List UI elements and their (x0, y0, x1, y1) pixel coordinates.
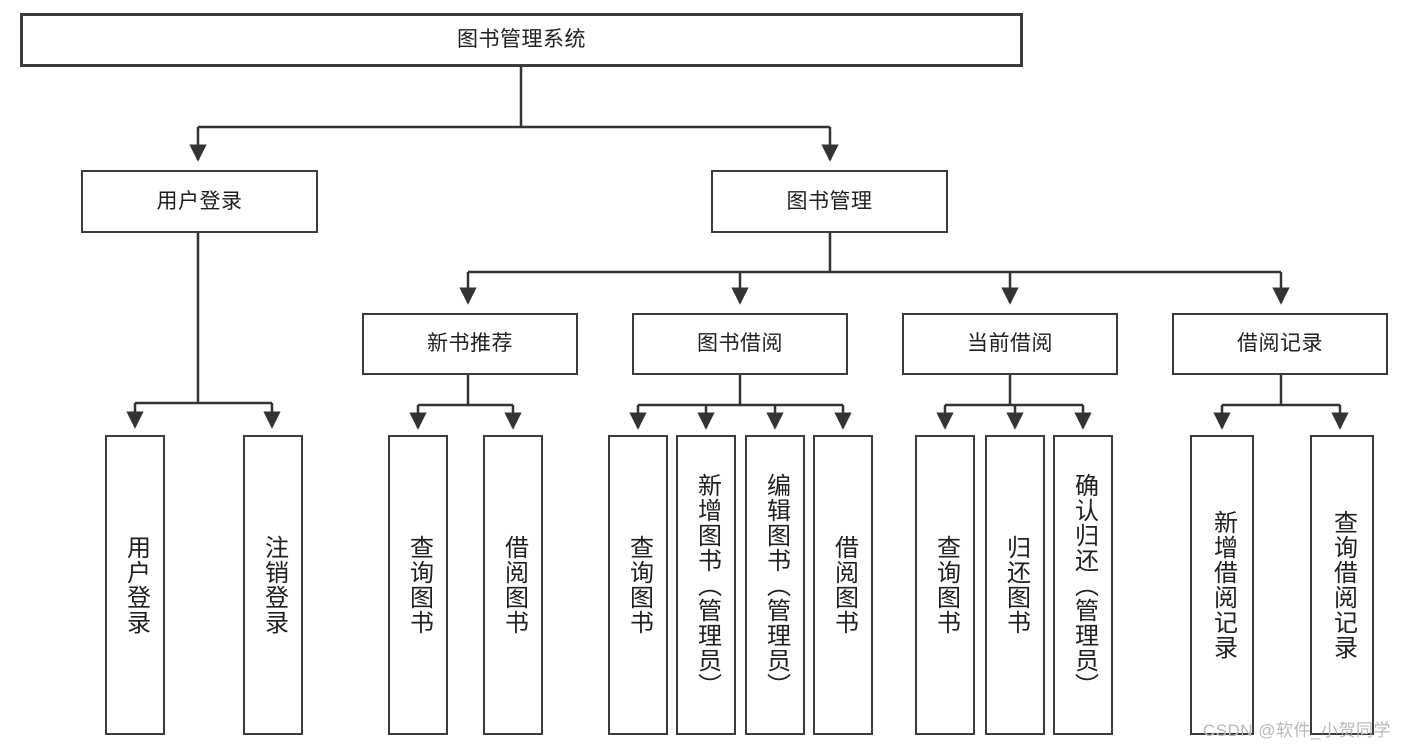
node-label: 借阅图书 (830, 535, 858, 635)
node-label: 图书借阅 (697, 332, 783, 356)
leaf-edit-book-admin[interactable]: 编辑图书（管理员） (745, 435, 805, 735)
leaf-logout-login[interactable]: 注销登录 (243, 435, 303, 735)
leaf-query-book-current[interactable]: 查询图书 (915, 435, 975, 735)
node-current-borrow[interactable]: 当前借阅 (902, 313, 1118, 375)
node-label: 编辑图书（管理员） (762, 472, 790, 698)
node-label: 当前借阅 (967, 332, 1053, 356)
node-label: 新增图书（管理员） (693, 472, 721, 698)
node-book-management[interactable]: 图书管理 (711, 170, 948, 233)
leaf-query-book-recommend[interactable]: 查询图书 (388, 435, 448, 735)
node-label: 查询借阅记录 (1329, 510, 1357, 660)
node-label: 借阅记录 (1237, 332, 1323, 356)
leaf-add-book-admin[interactable]: 新增图书（管理员） (676, 435, 736, 735)
node-label: 用户登录 (122, 535, 150, 635)
node-label: 查询图书 (405, 535, 433, 635)
node-new-book-recommend[interactable]: 新书推荐 (362, 313, 578, 375)
leaf-borrow-book-recommend[interactable]: 借阅图书 (483, 435, 543, 735)
node-label: 图书管理系统 (457, 28, 586, 52)
node-borrow-record[interactable]: 借阅记录 (1172, 313, 1388, 375)
node-label: 查询图书 (932, 535, 960, 635)
node-label: 归还图书 (1002, 535, 1030, 635)
node-label: 确认归还（管理员） (1070, 472, 1098, 698)
leaf-borrow-book[interactable]: 借阅图书 (813, 435, 873, 735)
node-label: 查询图书 (625, 535, 653, 635)
node-book-borrow[interactable]: 图书借阅 (632, 313, 848, 375)
leaf-query-borrow-record[interactable]: 查询借阅记录 (1310, 435, 1374, 735)
leaf-confirm-return-admin[interactable]: 确认归还（管理员） (1053, 435, 1113, 735)
leaf-add-borrow-record[interactable]: 新增借阅记录 (1190, 435, 1254, 735)
leaf-user-login[interactable]: 用户登录 (105, 435, 165, 735)
leaf-return-book[interactable]: 归还图书 (985, 435, 1045, 735)
node-label: 新增借阅记录 (1209, 510, 1237, 660)
node-label: 图书管理 (786, 189, 873, 213)
leaf-query-book-borrow[interactable]: 查询图书 (608, 435, 668, 735)
node-label: 借阅图书 (500, 535, 528, 635)
node-label: 用户登录 (156, 189, 243, 213)
node-label: 新书推荐 (427, 332, 513, 356)
node-label: 注销登录 (260, 535, 288, 635)
watermark: CSDN @软件_小贺同学 (1202, 721, 1391, 740)
node-root-book-management-system[interactable]: 图书管理系统 (20, 13, 1023, 67)
node-user-login[interactable]: 用户登录 (81, 170, 318, 233)
